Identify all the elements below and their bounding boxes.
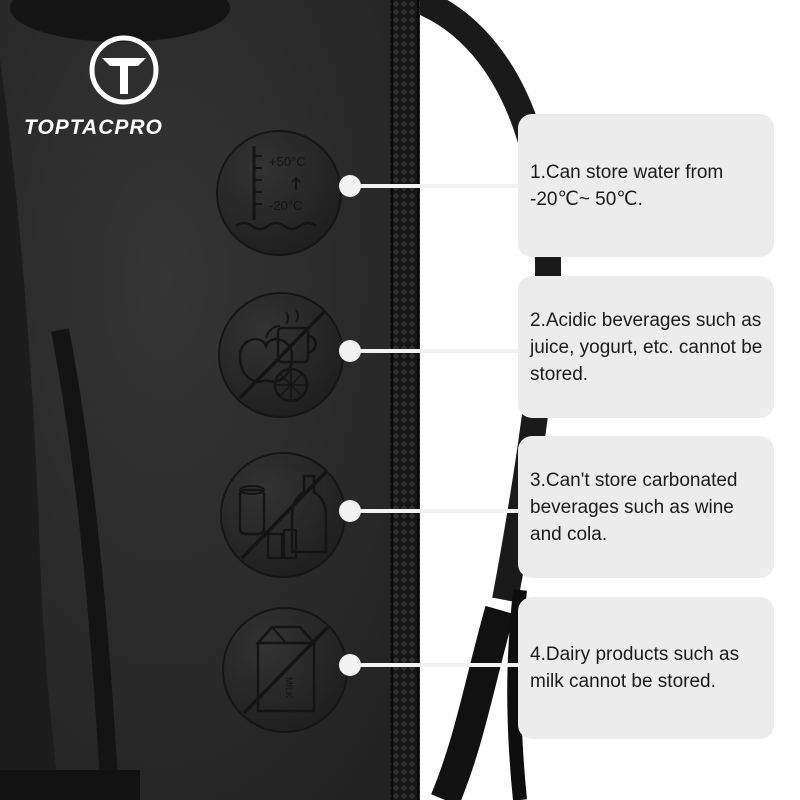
connector-line-3 (350, 509, 520, 513)
seam-texture (390, 0, 420, 800)
feature-text: 4.Dairy products such as milk cannot be … (530, 644, 740, 692)
no-carbonated-beverages-icon (220, 452, 346, 578)
brand-name: TOPTACPRO (24, 116, 163, 139)
connector-dot-4 (339, 654, 361, 676)
bladder-cap (10, 0, 230, 42)
left-strap (0, 60, 60, 800)
connector-line-2 (350, 349, 520, 353)
connector-dot-2 (339, 340, 361, 362)
temp-high-label: +50°C (269, 154, 306, 169)
feature-card-acidic: 2.Acidic beverages such as juice, yogurt… (518, 276, 774, 418)
hose-bite-valve (431, 605, 515, 800)
connector-dot-3 (339, 500, 361, 522)
feature-card-carbonated: 3.Can't store carbonated beverages such … (518, 436, 774, 578)
feature-card-dairy: 4.Dairy products such as milk cannot be … (518, 597, 774, 739)
toptacpro-t-logo-icon (89, 35, 159, 105)
feature-card-temperature: 1.Can store water from -20℃~ 50℃. (518, 114, 774, 257)
brand-logo: TOPTACPRO (24, 34, 224, 144)
feature-text: 3.Can't store carbonated beverages such … (530, 469, 738, 545)
temperature-icon: +50°C -20°C (216, 130, 342, 256)
milk-carton-label: MILK (284, 677, 294, 698)
connector-line-4 (350, 663, 520, 667)
no-dairy-icon: MILK (222, 607, 348, 733)
connector-line-1 (350, 184, 520, 188)
feature-text: 1.Can store water from -20℃~ 50℃. (530, 161, 724, 210)
feature-text: 2.Acidic beverages such as juice, yogurt… (530, 309, 763, 385)
temp-low-label: -20°C (269, 198, 302, 213)
connector-dot-1 (339, 175, 361, 197)
no-acidic-beverages-icon (218, 292, 344, 418)
